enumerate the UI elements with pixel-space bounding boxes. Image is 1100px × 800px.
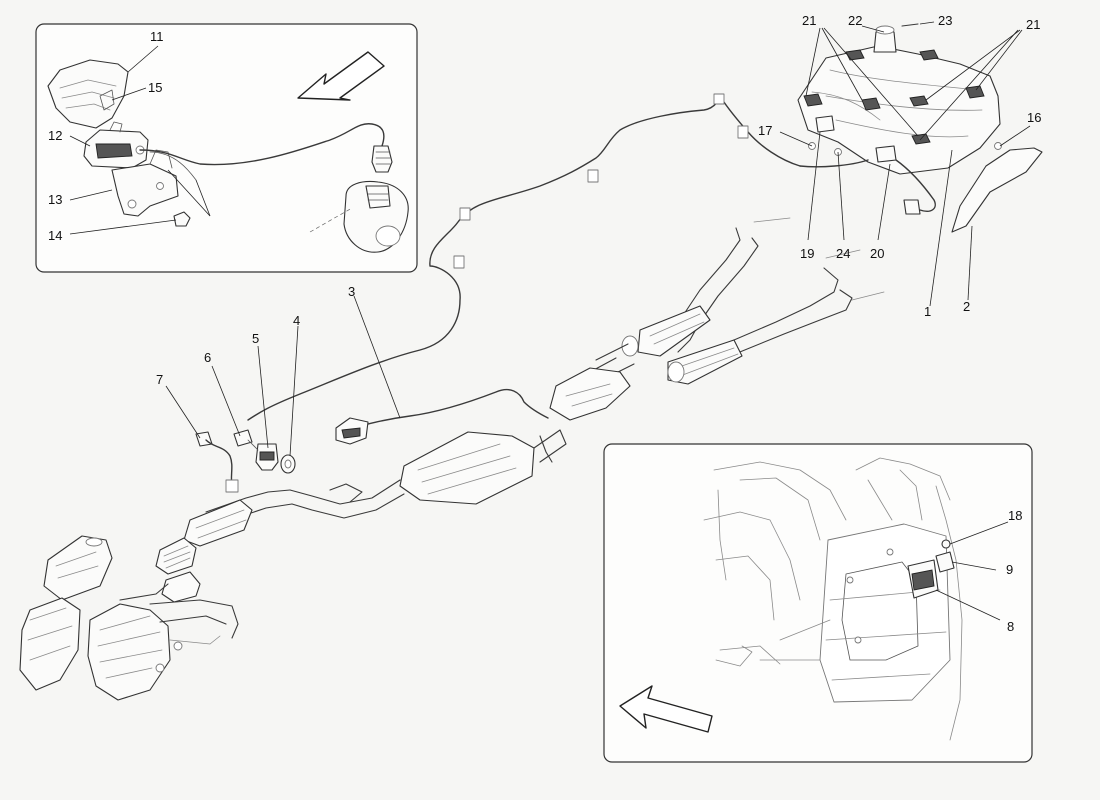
screw xyxy=(173,211,191,227)
callout-23: 23 xyxy=(938,13,952,28)
callout-19: 19 xyxy=(800,246,814,261)
callout-6: 6 xyxy=(204,350,211,365)
callout-labels: 1 2 3 4 5 6 7 8 9 11 15 12 13 14 16 17 1… xyxy=(48,13,1041,634)
callout-20: 20 xyxy=(870,246,884,261)
callout-22: 22 xyxy=(848,13,862,28)
engine-manifold xyxy=(19,535,239,701)
direction-arrow-icon xyxy=(297,51,385,101)
callout-14: 15 xyxy=(148,80,162,95)
callout-17: 17 xyxy=(758,123,772,138)
leader-lines xyxy=(165,21,1031,457)
tank-bracket xyxy=(951,147,1043,233)
lambda-sensor-group xyxy=(195,429,296,493)
pressure-sensor xyxy=(335,417,369,445)
exhaust-line xyxy=(155,217,885,603)
callout-15: 14 xyxy=(48,228,62,243)
callout-9: 9 xyxy=(1006,562,1013,577)
heat-shield xyxy=(47,59,129,129)
callout-24: 24 xyxy=(836,246,850,261)
control-unit xyxy=(83,121,149,169)
probe-boss xyxy=(343,180,409,253)
inset-underbody-detail xyxy=(603,443,1033,763)
tank-assembly xyxy=(797,23,1002,215)
callout-8: 8 xyxy=(1007,619,1014,634)
inset-sensor-detail xyxy=(35,23,418,273)
callout-12: 12 xyxy=(48,128,62,143)
callout-21-left: 21 xyxy=(802,13,816,28)
callout-4: 4 xyxy=(293,313,300,328)
callout-3: 3 xyxy=(348,284,355,299)
callout-18: 18 xyxy=(1008,508,1022,523)
callout-13: 13 xyxy=(48,192,62,207)
lambda-probe xyxy=(371,145,393,173)
mounting-bracket xyxy=(111,149,179,217)
callout-5: 5 xyxy=(252,331,259,346)
direction-arrow-icon xyxy=(619,685,713,733)
callout-16: 16 xyxy=(1027,110,1041,125)
callout-2: 2 xyxy=(963,299,970,314)
callout-7: 7 xyxy=(156,372,163,387)
callout-11: 11 xyxy=(150,29,164,44)
callout-21-right: 21 xyxy=(1026,17,1040,32)
callout-1: 1 xyxy=(924,304,931,319)
